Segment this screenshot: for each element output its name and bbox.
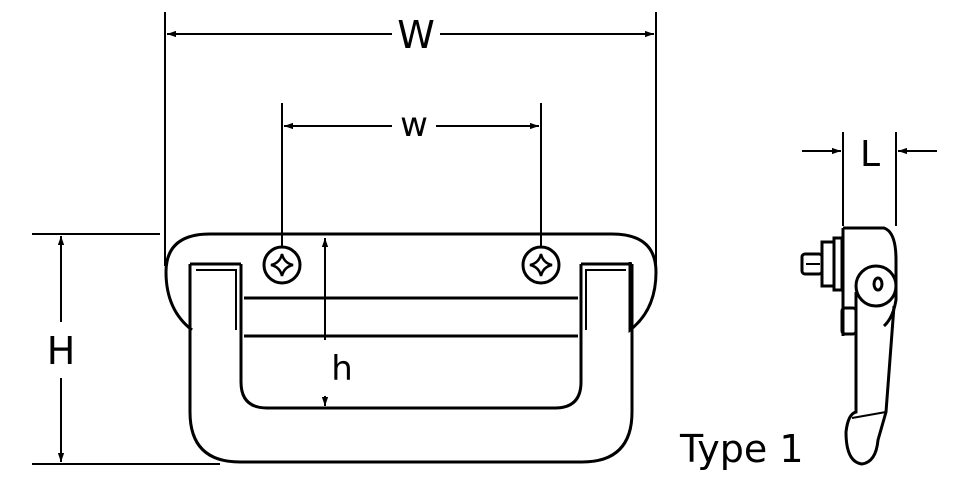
front-view xyxy=(32,12,658,465)
dimension-w xyxy=(281,103,542,246)
handle-leg-right-inner xyxy=(585,269,626,330)
dimension-H xyxy=(32,233,220,465)
bolt-end xyxy=(800,252,824,276)
screw-right xyxy=(521,245,561,285)
label-H: H xyxy=(47,329,76,373)
hinge-knuckle xyxy=(854,264,898,308)
dimension-W xyxy=(164,12,657,266)
label-W: W xyxy=(397,13,435,57)
caption-type: Type 1 xyxy=(679,427,804,471)
screw-head-left xyxy=(262,245,302,285)
base-plate xyxy=(164,232,658,334)
dimension-L xyxy=(802,132,937,226)
screw-left xyxy=(262,245,302,285)
phillips-slot-right-icon xyxy=(529,253,553,277)
washer xyxy=(832,236,844,292)
nut xyxy=(820,240,836,288)
handle-leg-left-inner xyxy=(196,269,237,330)
label-h: h xyxy=(331,349,353,389)
bolt-and-nut xyxy=(800,236,844,292)
label-w: w xyxy=(400,105,428,145)
side-view xyxy=(800,132,937,466)
label-L: L xyxy=(860,134,880,175)
side-plate xyxy=(843,226,898,328)
screw-head-right xyxy=(521,245,561,285)
hinge-pin-hole xyxy=(872,276,884,292)
handle-arm-side xyxy=(844,292,896,466)
bail-handle-outer xyxy=(188,264,634,464)
bail-handle-inner xyxy=(239,264,583,410)
phillips-slot-left-icon xyxy=(270,253,294,277)
handle-grip-end xyxy=(851,411,887,419)
